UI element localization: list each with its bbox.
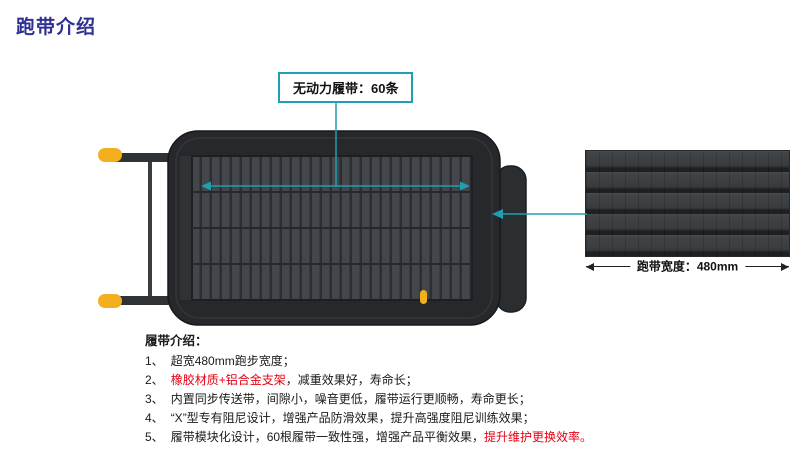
dimension-label: 跑带宽度：480mm (629, 257, 746, 275)
handle-yellow-cap-top (98, 148, 122, 162)
treadmill-belt (180, 155, 473, 301)
item-highlight-text: 提升维护更换效率。 (484, 430, 593, 444)
page-title: 跑带介绍 (16, 17, 97, 38)
item-text: 超宽480mm跑步宽度； (170, 354, 295, 368)
intro-item: 4、 “X”型专有阻尼设计，增强产品防滑效果，提升高强度阻尼训练效果； (145, 409, 765, 428)
item-number: 5、 (145, 430, 164, 444)
intro-item: 2、橡胶材质+铝合金支架，减重效果好，寿命长； (145, 371, 765, 390)
intro-item: 5、履带模块化设计，60根履带一致性强，增强产品平衡效果，提升维护更换效率。 (145, 428, 765, 447)
item-number: 3、 (145, 392, 164, 406)
item-text: 履带模块化设计，60根履带一致性强，增强产品平衡效果， (170, 430, 485, 444)
callout-label: 无动力履带：60条 (278, 72, 414, 103)
belt-detail-image (585, 150, 790, 257)
item-text: ，减重效果好，寿命长； (285, 373, 418, 387)
belt-width-dimension: 跑带宽度：480mm (585, 256, 790, 278)
handle-yellow-cap-bottom (98, 294, 122, 308)
callout-text: 无动力履带：60条 (293, 81, 399, 96)
item-number: 4、 (145, 411, 164, 425)
belt-yellow-latch (420, 290, 427, 304)
treadmill-handlebars (98, 148, 174, 308)
intro-section: 履带介绍： 1、超宽480mm跑步宽度； 2、橡胶材质+铝合金支架，减重效果好，… (145, 330, 765, 447)
item-highlight-text: 橡胶材质+铝合金支架 (170, 373, 286, 387)
item-text: 内置同步传送带，间隙小，噪音更低，履带运行更顺畅，寿命更长； (170, 392, 531, 406)
intro-heading: 履带介绍： (145, 334, 208, 348)
item-number: 2、 (145, 373, 164, 387)
treadmill-top-view-image (92, 118, 532, 333)
item-text: “X”型专有阻尼设计，增强产品防滑效果，提升高强度阻尼训练效果； (170, 411, 535, 425)
intro-item: 1、超宽480mm跑步宽度； (145, 352, 765, 371)
item-number: 1、 (145, 354, 164, 368)
intro-item: 3、内置同步传送带，间隙小，噪音更低，履带运行更顺畅，寿命更长； (145, 390, 765, 409)
treadmill-illustration (98, 130, 527, 326)
